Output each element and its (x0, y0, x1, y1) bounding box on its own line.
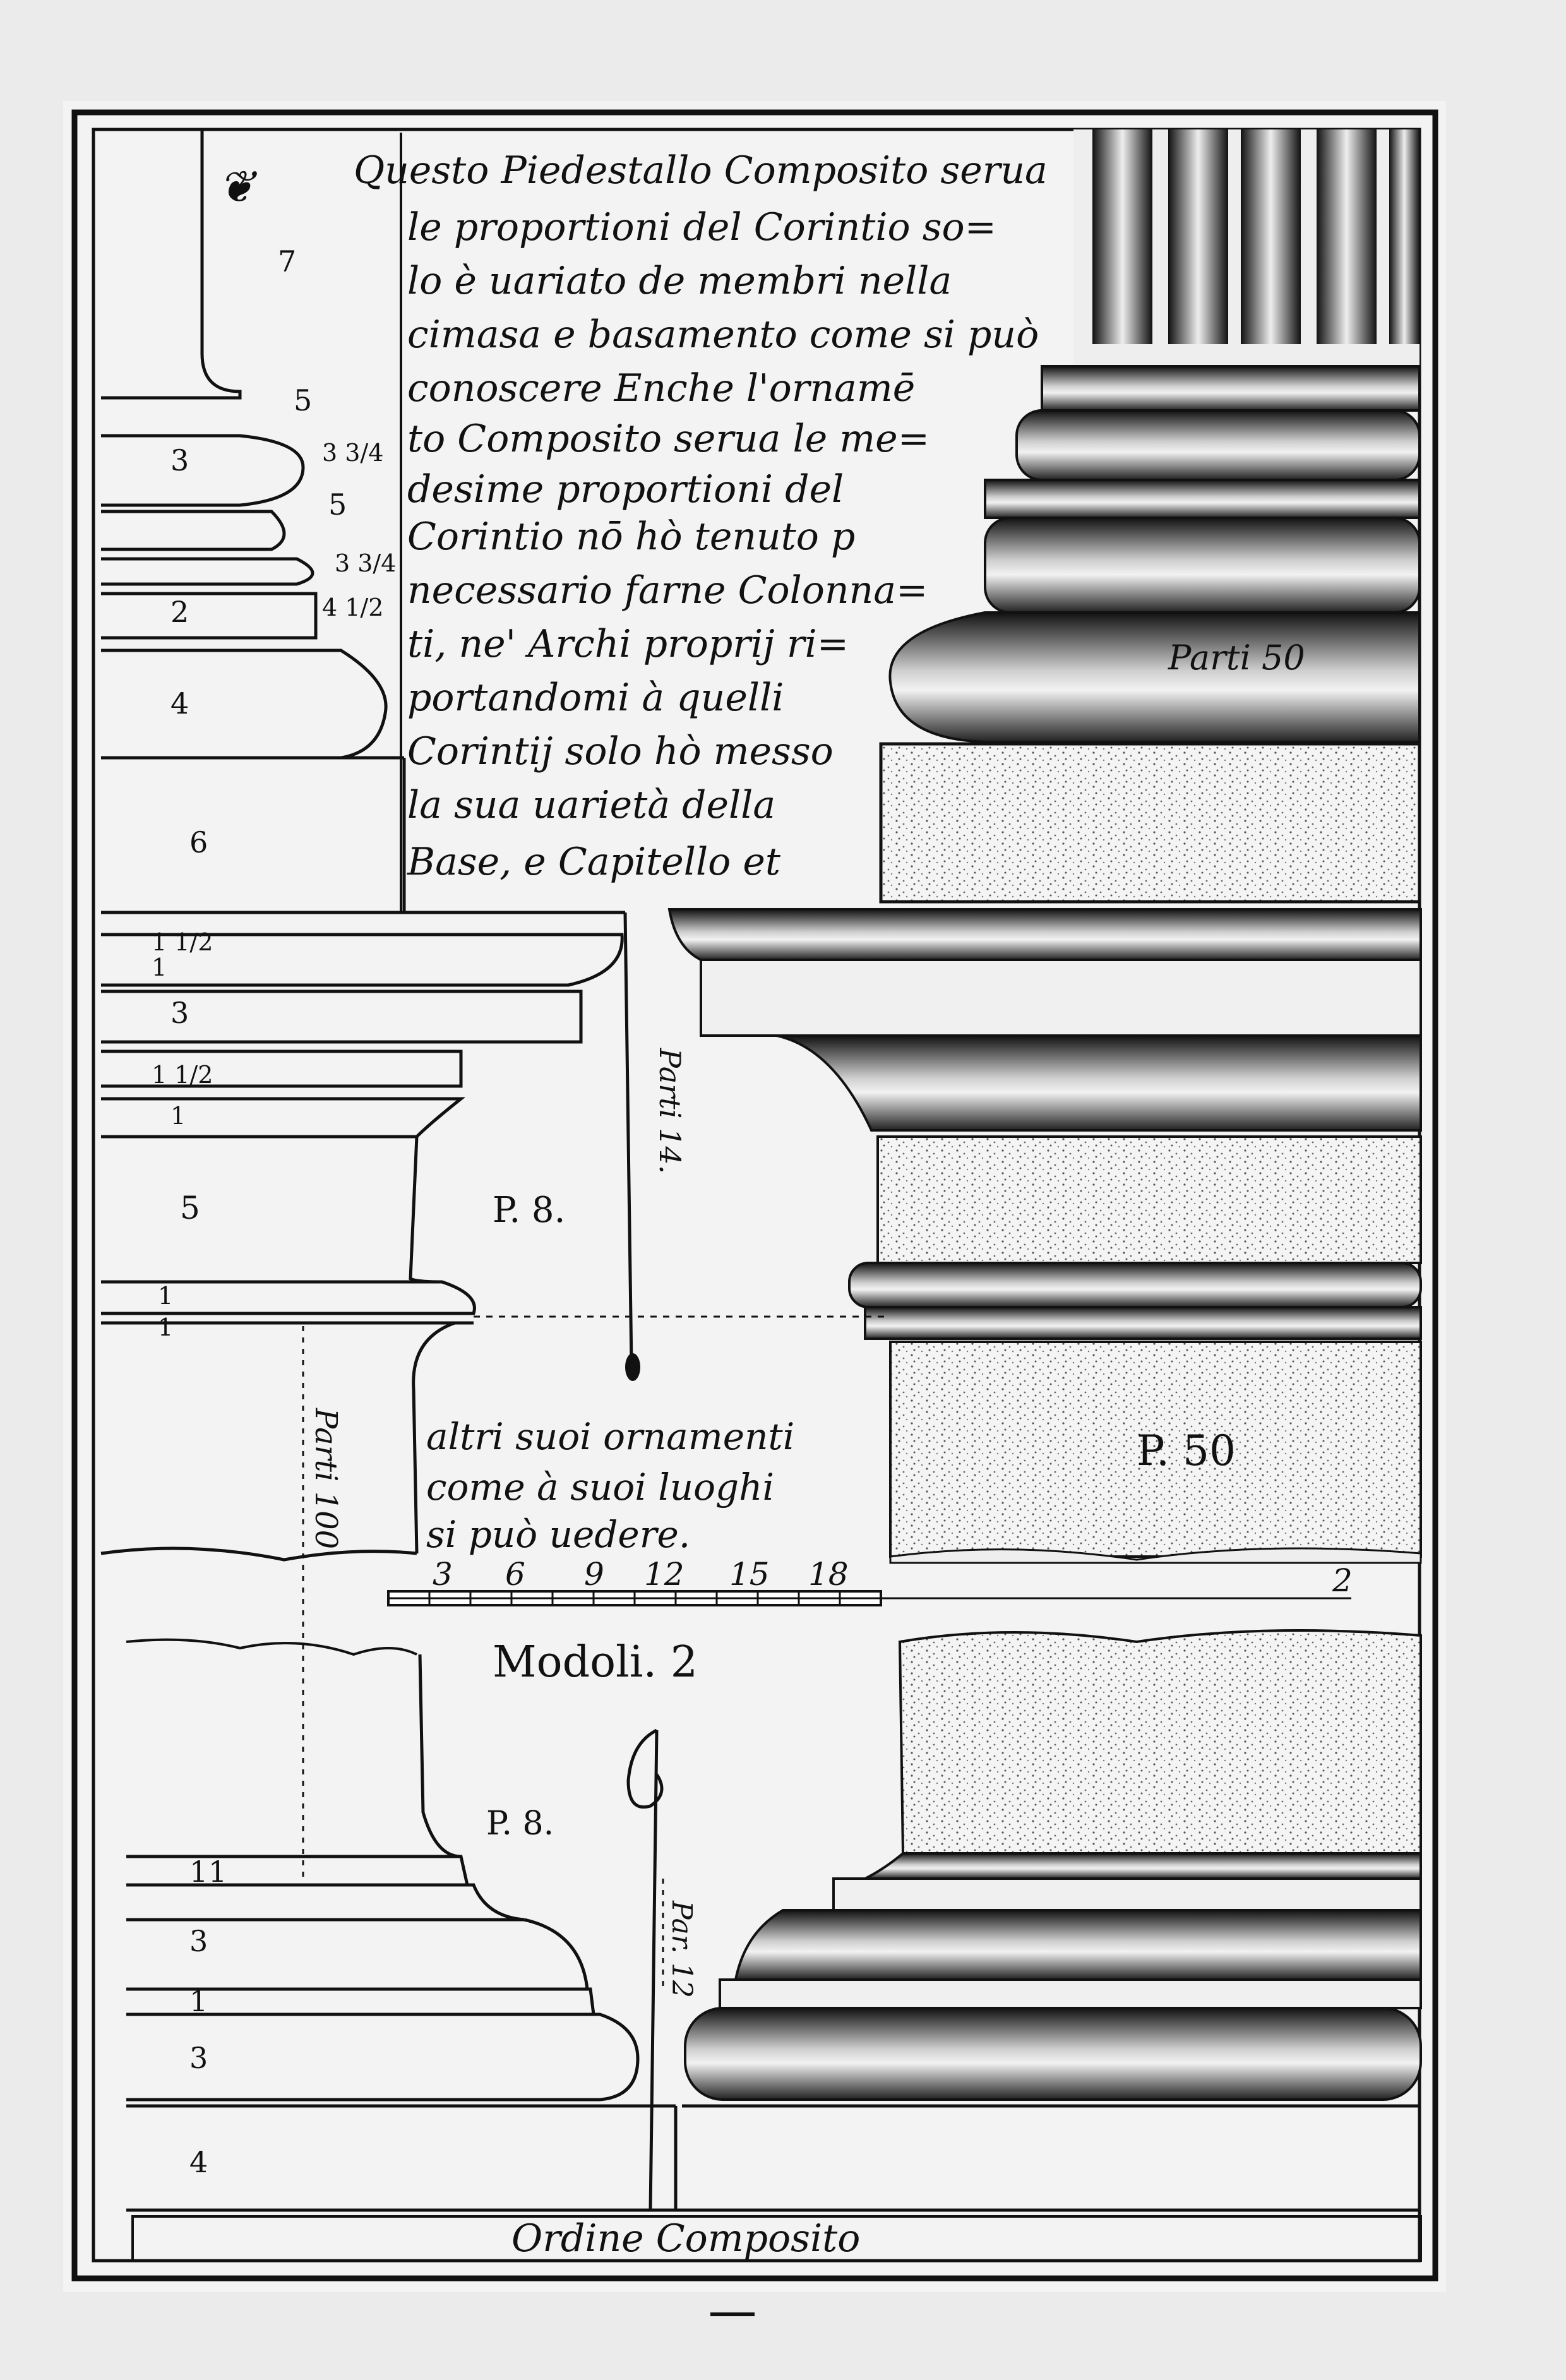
svg-text:1: 1 (189, 1984, 208, 2018)
svg-text:cimasa e basamento come si può: cimasa e basamento come si può (407, 313, 1039, 357)
svg-text:3 3/4: 3 3/4 (322, 439, 383, 467)
svg-text:18: 18 (808, 1556, 849, 1593)
label-parti-50: Parti 50 (1168, 638, 1305, 678)
outer-border (71, 109, 1438, 2281)
svg-text:6: 6 (505, 1556, 525, 1593)
svg-text:le proportioni del Corintio so: le proportioni del Corintio so= (407, 205, 996, 249)
label-p50: P. 50 (1137, 1426, 1236, 1475)
svg-text:necessario farne Colonna=: necessario farne Colonna= (407, 568, 928, 613)
lower-base-right (682, 1629, 1422, 2108)
lower-base-profile (126, 1654, 1420, 2212)
svg-text:1 1/2: 1 1/2 (152, 928, 213, 956)
svg-text:15: 15 (729, 1556, 770, 1593)
svg-text:7: 7 (278, 244, 296, 278)
svg-text:2: 2 (170, 595, 189, 629)
description-text: Questo Piedestallo Composito serua le pr… (354, 148, 1048, 884)
svg-text:conoscere Enche l'ornamē: conoscere Enche l'ornamē (407, 366, 915, 410)
break-line-left (126, 1638, 417, 1656)
svg-text:4: 4 (189, 2145, 208, 2179)
svg-text:1: 1 (170, 1102, 186, 1130)
svg-text:come à suoi luoghi: come à suoi luoghi (426, 1466, 774, 1509)
svg-text:3 3/4: 3 3/4 (335, 549, 396, 577)
lower-base-dims: 1 1 3 1 3 4 (189, 1855, 227, 2179)
svg-text:12: 12 (644, 1556, 684, 1593)
svg-text:1: 1 (158, 1313, 173, 1341)
svg-text:altri suoi ornamenti: altri suoi ornamenti (426, 1415, 794, 1458)
label-parti-14: Parti 14. (653, 1048, 687, 1174)
footer-title: Ordine Composito (511, 2216, 860, 2261)
svg-text:3: 3 (170, 996, 189, 1030)
upper-base-profile (101, 129, 406, 912)
svg-text:6: 6 (189, 825, 208, 859)
modoli-label: Modoli. 2 (493, 1637, 698, 1687)
svg-text:Corintij solo hò messo: Corintij solo hò messo (407, 729, 834, 774)
svg-text:ti, ne' Archi proprij ri=: ti, ne' Archi proprij ri= (407, 622, 849, 666)
svg-text:lo è uariato de membri nella: lo è uariato de membri nella (407, 259, 952, 303)
svg-text:la sua uarietà della: la sua uarietà della (407, 783, 775, 827)
svg-text:3: 3 (189, 2041, 208, 2075)
label-par-12: Par. 12 (666, 1900, 698, 1998)
svg-text:1: 1 (158, 1282, 173, 1310)
cornice-profile-left (100, 933, 624, 1562)
svg-text:3: 3 (189, 1924, 208, 1958)
footer-band (131, 2215, 1422, 2262)
svg-text:Corintio nō hò tenuto p: Corintio nō hò tenuto p (407, 515, 855, 559)
label-p8-top: P. 8. (493, 1190, 565, 1231)
svg-text:1: 1 (152, 954, 167, 981)
cornice-right (667, 908, 1422, 1564)
svg-text:Base, e Capitello et: Base, e Capitello et (407, 840, 781, 884)
svg-text:5: 5 (294, 383, 312, 417)
svg-text:4 1/2: 4 1/2 (322, 594, 383, 621)
svg-text:4: 4 (170, 686, 189, 721)
svg-text:1: 1 (189, 1855, 208, 1889)
label-p8-bottom: P. 8. (486, 1805, 554, 1843)
continuation-text: altri suoi ornamenti come à suoi luoghi … (426, 1415, 794, 1556)
svg-text:1: 1 (208, 1855, 227, 1889)
column-base-torus (888, 365, 1421, 743)
label-parti-100: Parti 100 (308, 1408, 344, 1549)
plinth-upper (879, 742, 1421, 904)
cornice-dims: 1 1/2 1 3 1 1/2 1 5 1 1 (152, 928, 213, 1341)
fleuron-mark: ❦ (218, 161, 258, 213)
svg-text:portandomi à quelli: portandomi à quelli (407, 676, 784, 720)
svg-text:3: 3 (170, 443, 189, 477)
svg-text:1 1/2: 1 1/2 (152, 1061, 213, 1089)
upper-base-dims: 7 5 3 3 3/4 5 3 3/4 2 4 1/2 4 6 (170, 244, 396, 859)
svg-text:5: 5 (328, 487, 347, 522)
svg-text:Questo Piedestallo Composito s: Questo Piedestallo Composito serua (354, 148, 1048, 193)
svg-text:9: 9 (584, 1556, 604, 1593)
svg-text:to Composito serua le me=: to Composito serua le me= (407, 417, 929, 461)
svg-text:si può uedere.: si può uedere. (426, 1513, 690, 1556)
flourish-ornament (626, 1728, 664, 2211)
modoli-scale: 3 6 9 12 15 18 2 (387, 1556, 1353, 1606)
svg-text:2: 2 (1332, 1562, 1353, 1599)
svg-text:desime proportioni del: desime proportioni del (407, 467, 844, 511)
column-shaft (1073, 129, 1420, 382)
svg-text:3: 3 (433, 1556, 453, 1593)
svg-text:5: 5 (180, 1190, 200, 1226)
